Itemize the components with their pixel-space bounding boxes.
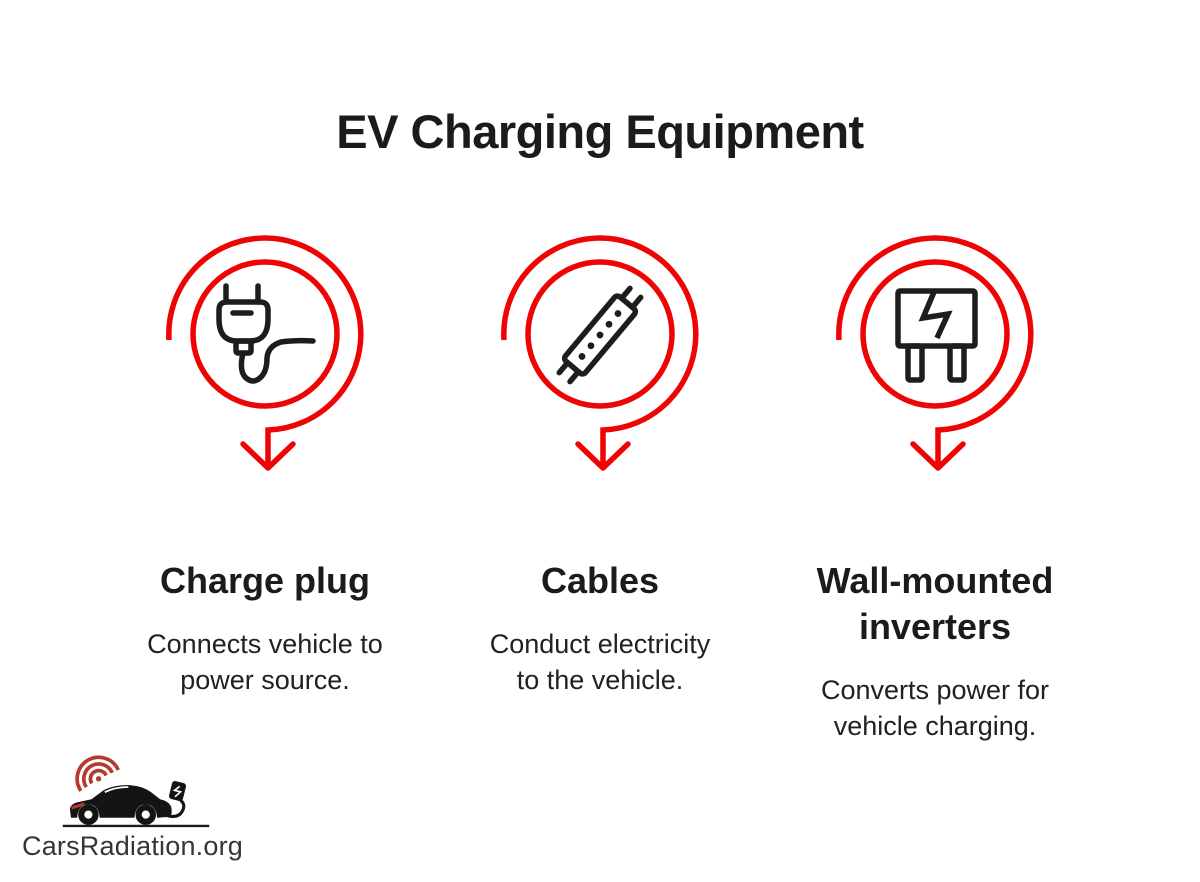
item-desc-cables: Conduct electricity to the vehicle.	[489, 629, 711, 695]
item-title-wall-inverters: Wall-mounted inverters	[816, 560, 1054, 647]
car-light-streak	[70, 802, 85, 810]
plug-glyph	[216, 283, 316, 384]
item-title-cables: Cables	[540, 560, 660, 601]
inverter-glyph	[895, 288, 978, 383]
item-title-charge-plug: Charge plug	[159, 560, 370, 601]
spiral-arrow-icon	[166, 235, 364, 471]
item-desc-charge-plug: Connects vehicle to power source.	[147, 629, 383, 695]
car-logo-image	[62, 755, 210, 828]
radiation-waves-icon	[75, 755, 120, 792]
wall-inverter-icon	[836, 235, 1034, 471]
car-radiation-logo: CarsRadiation.org	[22, 745, 244, 861]
spiral-arrow-icon	[501, 235, 699, 471]
charge-plug-icon	[166, 235, 364, 471]
mini-plug-icon	[168, 781, 187, 802]
charging-cable-icon	[501, 235, 699, 471]
cable-glyph	[556, 285, 644, 385]
column-wall-inverters: Wall-mounted inverters Converts power fo…	[768, 234, 1103, 744]
spiral-arrow-icon	[836, 235, 1034, 471]
column-cables: Cables Conduct electricity to the vehicl…	[433, 234, 768, 744]
page-title: EV Charging Equipment	[336, 105, 864, 158]
equipment-columns: Charge plug Connects vehicle to power so…	[0, 234, 1200, 744]
charging-cable	[163, 799, 186, 819]
brand-text: CarsRadiation.org	[22, 831, 244, 861]
item-desc-wall-inverters: Converts power for vehicle charging.	[820, 675, 1050, 741]
car-silhouette	[62, 781, 210, 828]
column-charge-plug: Charge plug Connects vehicle to power so…	[98, 234, 433, 744]
